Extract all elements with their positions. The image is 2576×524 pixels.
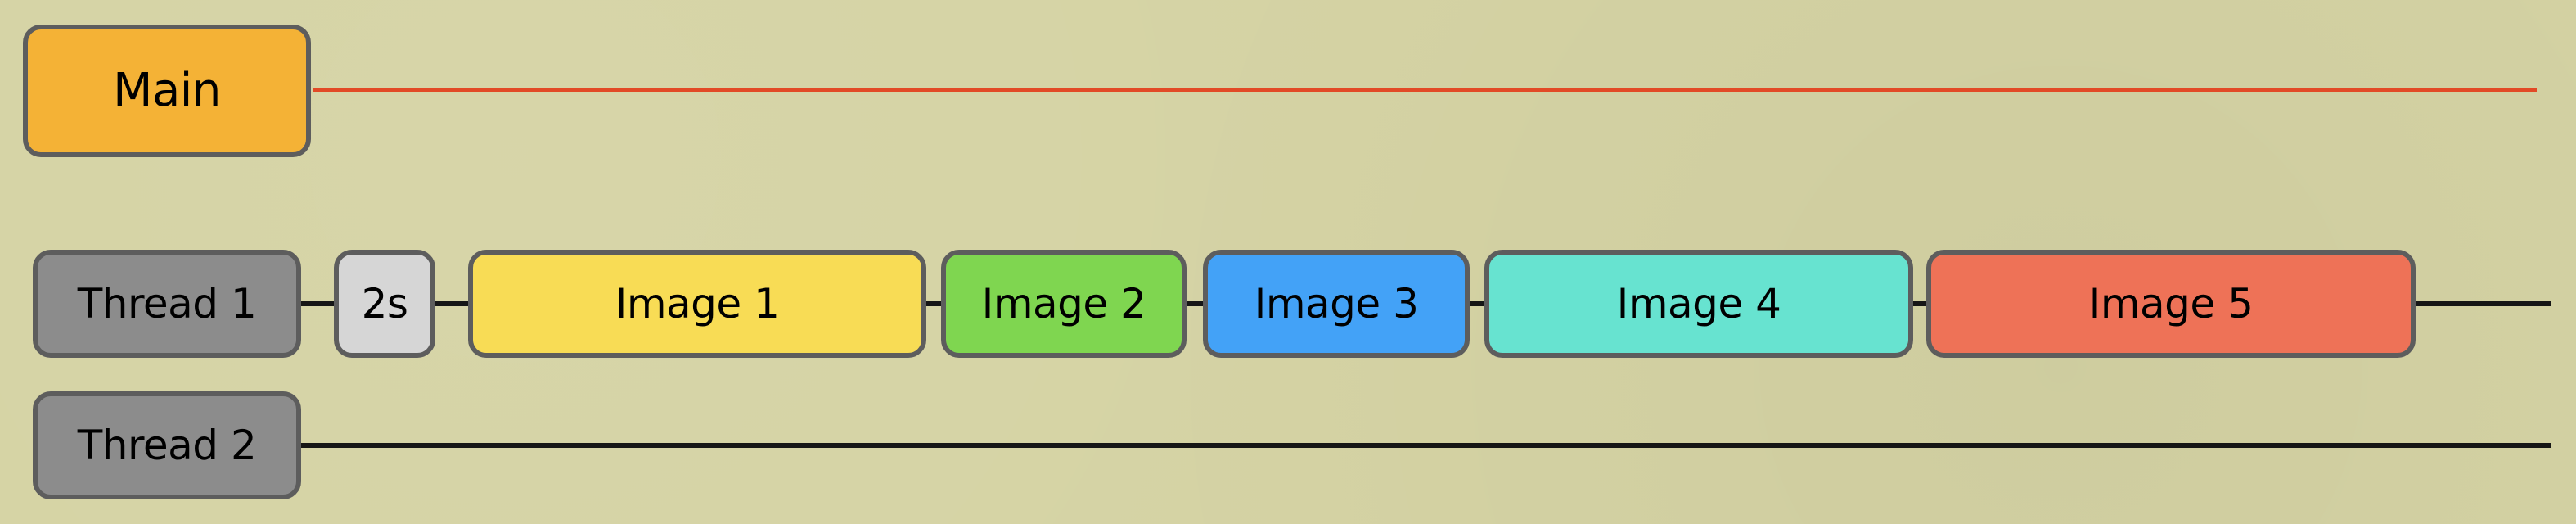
main-label: Main bbox=[113, 64, 221, 117]
task-label: 2s bbox=[361, 280, 408, 328]
task-label: Image 4 bbox=[1616, 280, 1781, 328]
main-label-box: Main bbox=[23, 25, 311, 157]
thread1-task-image-5: Image 5 bbox=[1926, 250, 2416, 358]
thread2-label-box: Thread 2 bbox=[33, 391, 301, 499]
thread2-timeline-line bbox=[298, 443, 2551, 448]
main-timeline-line bbox=[313, 88, 2537, 92]
thread1-label: Thread 1 bbox=[77, 280, 257, 328]
thread1-task-image-2: Image 2 bbox=[941, 250, 1187, 358]
task-label: Image 1 bbox=[615, 280, 780, 328]
task-label: Image 3 bbox=[1254, 280, 1419, 328]
thread1-label-box: Thread 1 bbox=[33, 250, 301, 358]
thread2-label: Thread 2 bbox=[77, 422, 257, 469]
thread1-task-wait: 2s bbox=[334, 250, 435, 358]
thread1-task-image-1: Image 1 bbox=[468, 250, 926, 358]
thread1-task-image-4: Image 4 bbox=[1484, 250, 1913, 358]
task-label: Image 2 bbox=[981, 280, 1146, 328]
task-label: Image 5 bbox=[2088, 280, 2254, 328]
thread1-task-image-3: Image 3 bbox=[1203, 250, 1470, 358]
